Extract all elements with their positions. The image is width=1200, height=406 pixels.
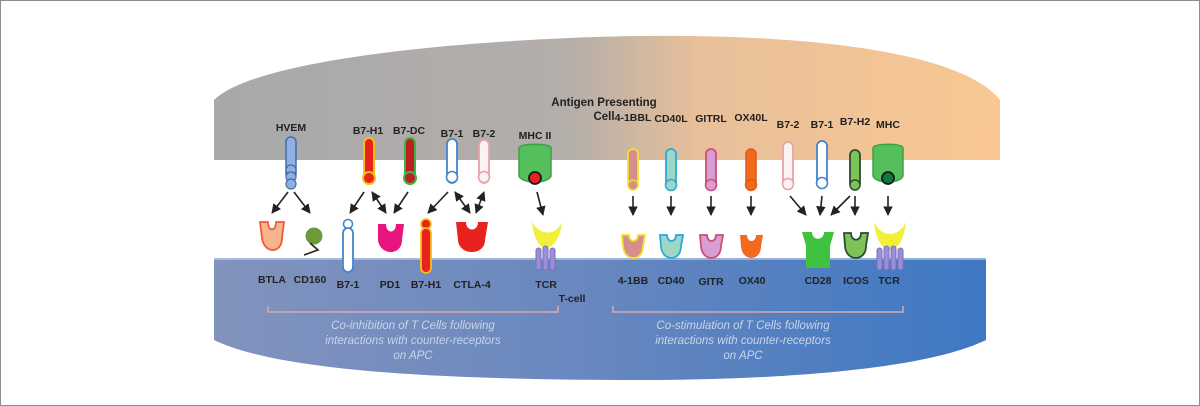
ligand-gitrl: [704, 148, 718, 192]
receptor-cd160: [303, 227, 323, 256]
receptor-cd40: [659, 234, 685, 259]
ligand-b7-2: [477, 139, 491, 184]
ligand-cd40l: [664, 148, 678, 192]
costimulation-caption-line2: interactions with counter-receptors: [655, 335, 831, 347]
ligand-b7dc: [403, 137, 417, 185]
receptor-cd28: [802, 232, 834, 268]
apc-title-line1: Antigen Presenting: [551, 97, 656, 109]
ligand-label-41bbl: 4-1BBL: [615, 112, 652, 124]
ligand-label-b7h2: B7-H2: [840, 116, 871, 128]
ligand-label-mhc2: MHC II: [519, 130, 552, 142]
receptor-icos: [843, 232, 870, 259]
ligand-label-gitrl: GITRL: [695, 113, 727, 125]
ligand-label-b7h1: B7-H1: [353, 125, 384, 137]
receptor-label-pd1: PD1: [380, 279, 401, 291]
interaction-arrows: [271, 191, 893, 216]
coinhibition-bracket: [267, 306, 559, 313]
receptor-ox40: [740, 235, 763, 258]
receptor-label-b7-1: B7-1: [337, 279, 360, 291]
coinhibition-caption-line1: Co-inhibition of T Cells following: [331, 320, 495, 332]
tcell-label: T-cell: [559, 293, 586, 305]
ligand-hvem: [285, 136, 297, 190]
receptor-tcr-left: [532, 222, 562, 271]
receptor-label-tcr-right: TCR: [878, 275, 900, 287]
costimulation-caption-line3: on APC: [723, 350, 763, 362]
receptor-b7h1: [420, 218, 432, 274]
receptor-gitr: [699, 234, 725, 259]
ligand-mhc2: [518, 143, 552, 185]
receptor-pd1: [378, 224, 404, 252]
tcell-region: [214, 258, 986, 380]
ligand-label-cd40l: CD40L: [654, 113, 688, 125]
ligand-label-hvem: HVEM: [276, 122, 307, 134]
ligand-b7-1-costim: [815, 140, 829, 190]
apc-title-line2: Cell: [593, 111, 614, 123]
ligand-label-b7-2: B7-2: [473, 128, 496, 140]
ligand-label-b7-1: B7-1: [441, 128, 464, 140]
coinhibition-caption-line3: on APC: [393, 350, 433, 362]
receptor-tcr-right: [874, 222, 906, 271]
ligand-ox40l: [744, 148, 758, 192]
coinhibition-caption-line2: interactions with counter-receptors: [325, 335, 501, 347]
receptor-label-icos: ICOS: [843, 275, 869, 287]
ligand-b7h1: [362, 137, 376, 185]
receptor-b7-1: [342, 218, 354, 273]
costimulation-caption-line1: Co-stimulation of T Cells following: [656, 320, 830, 332]
receptor-label-tcr-left: TCR: [535, 279, 557, 291]
receptor-ctla4: [456, 222, 488, 252]
ligand-label-b7dc: B7-DC: [393, 125, 426, 137]
ligand-b7-1: [445, 138, 459, 184]
receptor-label-cd28: CD28: [805, 275, 832, 287]
receptor-label-cd40: CD40: [658, 275, 685, 287]
apc-cell-region: [214, 35, 1000, 160]
receptor-label-ox40: OX40: [739, 275, 766, 287]
receptor-label-ctla4: CTLA-4: [453, 279, 490, 291]
ligand-b7h2: [849, 149, 861, 191]
receptor-btla: [258, 221, 286, 251]
ligand-label-ox40l: OX40L: [734, 112, 768, 124]
receptor-label-41bb: 4-1BB: [618, 275, 649, 287]
ligand-mhc: [872, 143, 904, 185]
ligand-label-b7-2-costim: B7-2: [777, 119, 800, 131]
ligand-label-mhc: MHC: [876, 119, 900, 131]
ligand-41bbl: [627, 148, 639, 191]
ligand-label-b7-1-costim: B7-1: [811, 119, 834, 131]
costimulation-bracket: [612, 306, 904, 313]
receptor-41bb: [621, 234, 647, 259]
receptor-label-cd160: CD160: [294, 274, 327, 286]
ligand-b7-2-costim: [781, 141, 795, 191]
receptor-label-btla: BTLA: [258, 274, 286, 286]
receptor-label-b7h1: B7-H1: [411, 279, 442, 291]
receptor-label-gitr: GITR: [698, 276, 723, 288]
